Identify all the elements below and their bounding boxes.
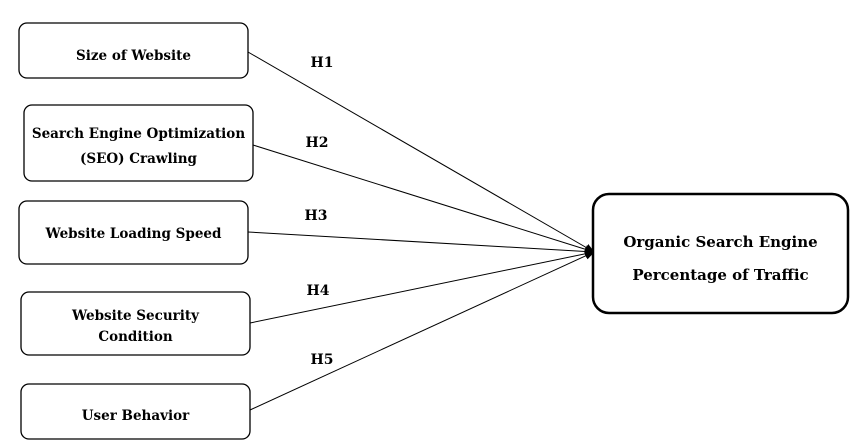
arrow-h2 [252, 144, 595, 254]
hypothesis-label-h2: H2 [306, 135, 329, 151]
arrow-h3 [247, 231, 595, 256]
node-website-security-condition: Website Security Condition [20, 291, 251, 356]
node-organic-search-traffic: Organic Search Engine Percentage of Traf… [591, 192, 850, 315]
node-website-loading-speed: Website Loading Speed [18, 200, 249, 265]
hypothesis-label-h1: H1 [311, 55, 334, 71]
arrow-h4 [249, 249, 595, 324]
node-size-of-website-label: Size of Website [76, 48, 191, 64]
node-website-loading-speed-label: Website Loading Speed [45, 226, 222, 242]
hypothesis-label-h3: H3 [305, 208, 328, 224]
node-user-behavior: User Behavior [20, 383, 251, 440]
node-seo-crawling-label-line2: (SEO) Crawling [80, 151, 198, 167]
node-seo-crawling-label-line1: Search Engine Optimization [32, 126, 245, 142]
node-size-of-website: Size of Website [18, 22, 249, 79]
hypothesis-label-h5: H5 [311, 352, 334, 368]
target-label-line1: Organic Search Engine [623, 233, 817, 251]
node-user-behavior-label: User Behavior [82, 408, 190, 424]
arrow-h1 [247, 51, 595, 253]
hypothesis-label-h4: H4 [307, 283, 330, 299]
target-label-line2: Percentage of Traffic [632, 266, 808, 284]
node-seo-crawling: Search Engine Optimization (SEO) Crawlin… [23, 104, 254, 182]
arrow-h5 [249, 251, 595, 411]
node-website-security-condition-label-line2: Condition [98, 329, 173, 345]
node-website-security-condition-label-line1: Website Security [71, 308, 200, 324]
